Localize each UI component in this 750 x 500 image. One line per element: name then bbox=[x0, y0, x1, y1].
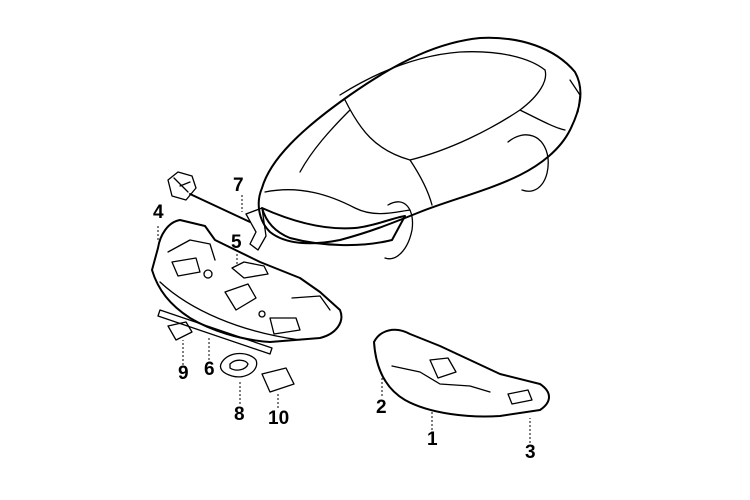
part-4-splash-shield bbox=[151, 219, 343, 343]
part-5-clip bbox=[231, 261, 269, 279]
callout-3: 3 bbox=[525, 442, 536, 463]
part-6-strip bbox=[157, 309, 273, 355]
callout-2: 2 bbox=[376, 397, 387, 418]
callout-4: 4 bbox=[153, 202, 164, 223]
leader-lines bbox=[157, 195, 531, 443]
callout-1: 1 bbox=[427, 429, 438, 450]
callout-10: 10 bbox=[268, 408, 290, 429]
part-7-latch-rod bbox=[167, 171, 267, 251]
callout-8: 8 bbox=[234, 404, 245, 425]
callout-6: 6 bbox=[204, 359, 215, 380]
part-8-gasket bbox=[219, 352, 258, 378]
part-1-lower-shield bbox=[373, 328, 550, 418]
callout-5: 5 bbox=[231, 232, 242, 253]
part-9-bracket bbox=[167, 321, 193, 341]
callout-9: 9 bbox=[178, 363, 189, 384]
car-illustration bbox=[257, 36, 582, 260]
callout-7: 7 bbox=[233, 175, 244, 196]
part-10-cover bbox=[261, 367, 295, 393]
